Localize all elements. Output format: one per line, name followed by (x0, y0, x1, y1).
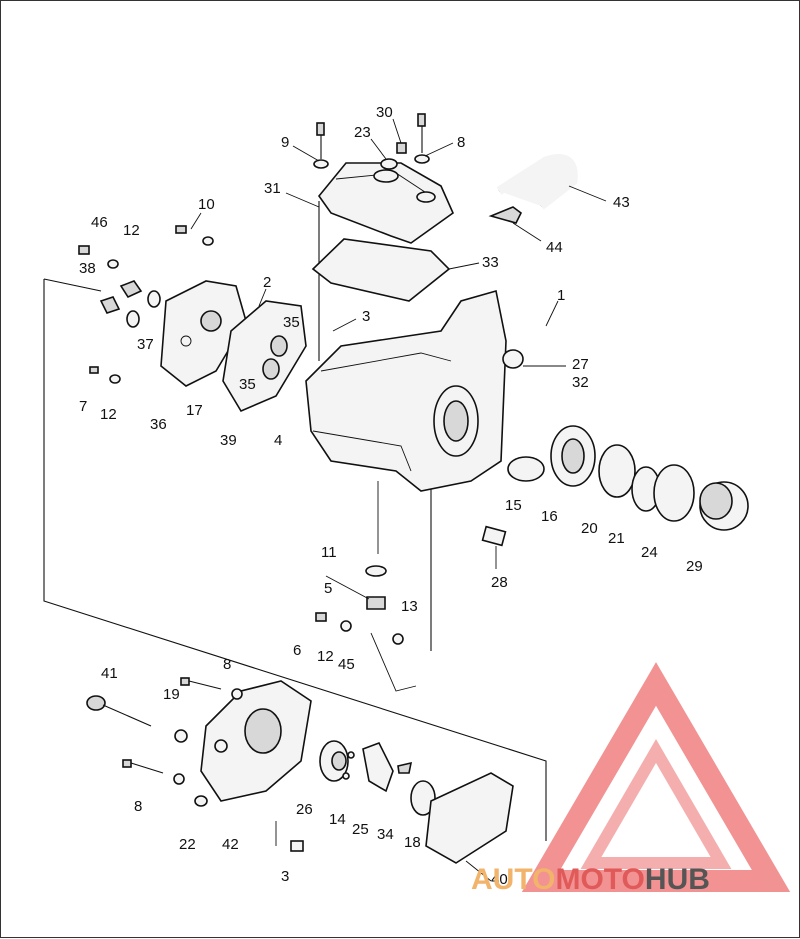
callout-14: 14 (329, 811, 346, 828)
lower-gasket (425, 772, 514, 864)
callout-13: 13 (401, 598, 418, 615)
callout-23: 23 (354, 124, 371, 141)
callout-19: 19 (163, 686, 180, 703)
callout-18: 18 (404, 834, 421, 851)
drain-plug-group (315, 565, 417, 692)
callout-35-b: 35 (239, 376, 256, 393)
callout-36: 36 (150, 416, 167, 433)
leader-lines (190, 118, 607, 882)
top-cover (317, 162, 454, 244)
bearing-stack (507, 425, 749, 531)
callout-41: 41 (101, 665, 118, 682)
assembly-frame-lines (43, 201, 547, 841)
top-cover-gasket (311, 238, 451, 302)
callout-12-a: 12 (123, 222, 140, 239)
callout-10: 10 (198, 196, 215, 213)
callout-20: 20 (581, 520, 598, 537)
callout-34: 34 (377, 826, 394, 843)
callout-3-a: 3 (362, 308, 370, 325)
lower-cover (200, 680, 312, 802)
watermark-auto: AUTO (471, 863, 555, 896)
callout-35-a: 35 (283, 314, 300, 331)
callout-5: 5 (324, 580, 332, 597)
callout-26: 26 (296, 801, 313, 818)
callout-1: 1 (557, 287, 565, 304)
side-cover (160, 280, 247, 387)
callout-45: 45 (338, 656, 355, 673)
callout-11: 11 (321, 544, 337, 561)
vent-hose (488, 154, 578, 224)
lower-fasteners (86, 677, 304, 852)
left-fasteners (78, 225, 214, 384)
callout-labels: 30 23 9 8 43 31 10 46 12 44 33 2 38 1 3 … (79, 104, 703, 888)
callout-30: 30 (376, 104, 393, 121)
top-bolts (313, 113, 430, 170)
callout-43: 43 (613, 194, 630, 211)
side-gasket (222, 300, 307, 413)
watermark-logo (521, 662, 791, 892)
callout-9: 9 (281, 134, 289, 151)
callout-28: 28 (491, 574, 508, 591)
callout-22: 22 (179, 836, 196, 853)
callout-24: 24 (641, 544, 658, 561)
callout-17: 17 (186, 402, 203, 419)
callout-4: 4 (274, 432, 282, 449)
callout-21: 21 (608, 530, 625, 547)
callout-27: 27 (572, 356, 589, 373)
callout-32: 32 (572, 374, 589, 391)
callout-44: 44 (546, 239, 563, 256)
callout-8: 8 (457, 134, 465, 151)
callout-37: 37 (137, 336, 154, 353)
callout-38: 38 (79, 260, 96, 277)
callout-12-b: 12 (100, 406, 117, 423)
callout-8-c: 8 (134, 798, 142, 815)
transmission-case (305, 289, 524, 492)
callout-12-c: 12 (317, 648, 334, 665)
watermark-hub: HUB (645, 863, 710, 896)
callout-6: 6 (293, 642, 301, 659)
callout-31: 31 (264, 180, 281, 197)
callout-39: 39 (220, 432, 237, 449)
callout-33: 33 (482, 254, 499, 271)
callout-3-b: 3 (281, 868, 289, 885)
callout-25: 25 (352, 821, 369, 838)
watermark-text: AUTOMOTOHUB (471, 863, 710, 896)
dowel-pin (481, 525, 507, 547)
callout-7: 7 (79, 398, 87, 415)
callout-15: 15 (505, 497, 522, 514)
callout-40: 40 (491, 871, 508, 888)
svg-text:AUTOMOTOHUB: AUTOMOTOHUB (471, 863, 710, 896)
watermark-moto: MOTO (555, 863, 644, 896)
callout-46: 46 (91, 214, 108, 231)
callout-29: 29 (686, 558, 703, 575)
callout-2: 2 (263, 274, 271, 291)
callout-16: 16 (541, 508, 558, 525)
callout-8-b: 8 (223, 656, 231, 673)
callout-42: 42 (222, 836, 239, 853)
shift-cam-parts (319, 740, 436, 816)
